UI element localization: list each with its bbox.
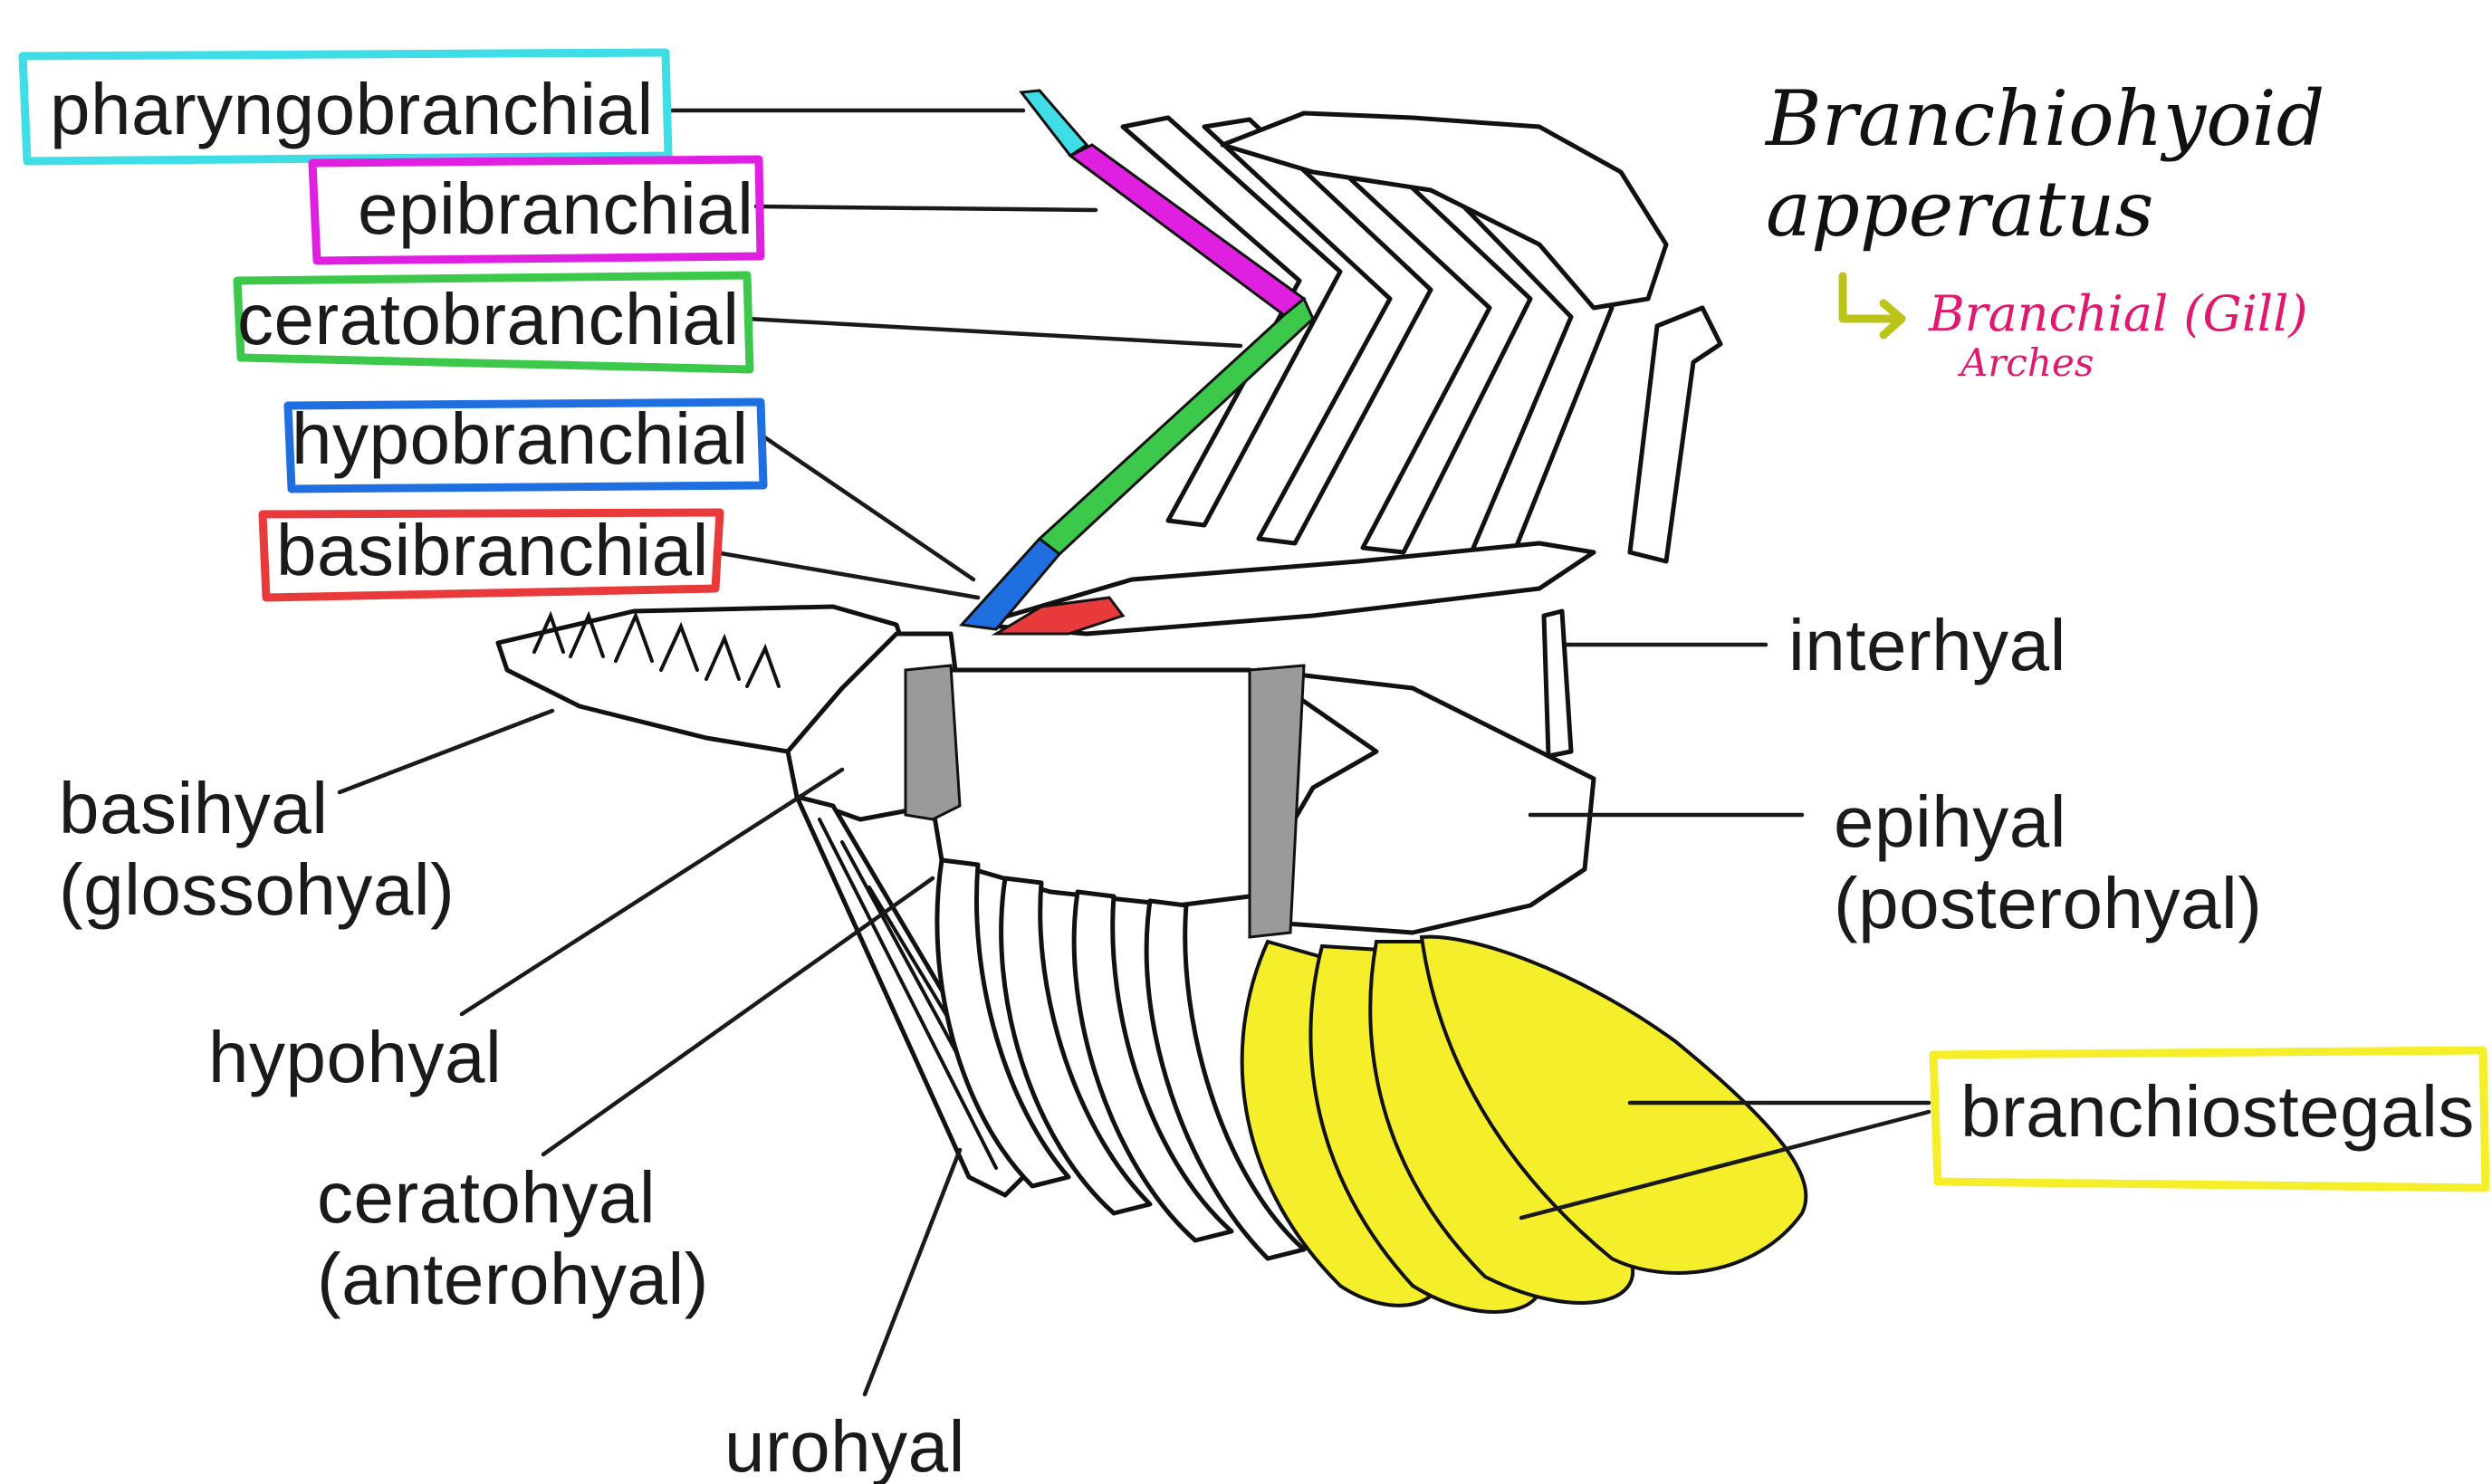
hypobranchial-box (283, 397, 768, 493)
label-basihyal: basihyal (59, 768, 329, 848)
label-epihyal: epihyal (1834, 781, 2066, 862)
label-hypobranchial: hypobranchial (292, 398, 749, 479)
labels: pharyngobranchial epibranchial ceratobra… (50, 69, 2475, 1484)
label-epibranchial: epibranchial (358, 168, 753, 249)
branchial-arches (958, 89, 1723, 637)
leader-basibranchial (713, 550, 981, 600)
basibranchial-box (258, 508, 724, 602)
cartilage-band-posterior (1248, 664, 1306, 939)
white-ray-3 (1071, 889, 1234, 1243)
handwritten-note: Branchiohyoid apperatus Branchial (Gill)… (1764, 74, 2324, 385)
leader-ceratobranchial (744, 316, 1243, 349)
white-ray-2 (999, 876, 1153, 1216)
leader-hypohyal (459, 767, 845, 1017)
label-pharyngobranchial: pharyngobranchial (50, 69, 654, 149)
lower-plate (975, 541, 1596, 637)
label-interhyal: interhyal (1788, 605, 2066, 685)
leader-urohyal (862, 1147, 963, 1397)
arch-5-tip (1627, 305, 1723, 564)
leader-hypobranchial (758, 432, 976, 582)
leader-branchiostegals-b (1519, 1109, 1931, 1221)
ceratobranchial-segment (1037, 296, 1315, 556)
branchiostegal-rays (934, 857, 1808, 1314)
note-branchial-line2: Arches (1957, 340, 2094, 385)
label-ceratobranchial: ceratobranchial (237, 279, 740, 359)
upper-pharyngeal-plate (1220, 110, 1669, 311)
label-branchiostegals: branchiostegals (1960, 1071, 2475, 1152)
basihyal-teeth (532, 610, 781, 688)
leader-ceratohyal (541, 876, 935, 1157)
label-urohyal: urohyal (724, 1406, 965, 1484)
label-basibranchial: basibranchial (276, 510, 709, 590)
epihyal-bone (1247, 667, 1596, 935)
pharyngobranchial-box (18, 48, 673, 166)
arrow-icon (1838, 272, 1906, 340)
label-ceratohyal: ceratohyal (317, 1157, 656, 1238)
ceratobranchial-box (233, 271, 754, 374)
label-posterohyal: (posterohyal) (1834, 863, 2262, 943)
leader-epibranchial (753, 204, 1098, 213)
hypobranchial-segment (958, 536, 1062, 631)
leader-lines (337, 108, 1931, 1397)
label-anterohyal: (anterohyal) (317, 1239, 709, 1319)
interhyal-bone (1541, 608, 1574, 759)
basibranchial-segment (991, 596, 1126, 636)
epibranchial-box (308, 155, 765, 265)
highlight-boxes (18, 48, 2490, 1192)
yellow-ray-4 (1419, 934, 1808, 1275)
note-title-line2: apperatus (1766, 165, 2154, 254)
branchiostegals-box (1929, 1046, 2490, 1192)
arch-3 (1202, 117, 1433, 546)
note-title-line1: Branchiohyoid (1764, 74, 2324, 163)
white-ray-4 (1144, 898, 1307, 1261)
label-glossohyal: (glossohyal) (59, 849, 455, 930)
pharyngobranchial-segment (1019, 89, 1089, 158)
note-branchial-line1: Branchial (Gill) (1928, 285, 2307, 342)
white-ray-1 (934, 857, 1071, 1189)
cartilage-band-anterior (904, 664, 962, 821)
label-hypohyal: hypohyal (208, 1017, 502, 1097)
leader-basihyal (337, 708, 555, 795)
